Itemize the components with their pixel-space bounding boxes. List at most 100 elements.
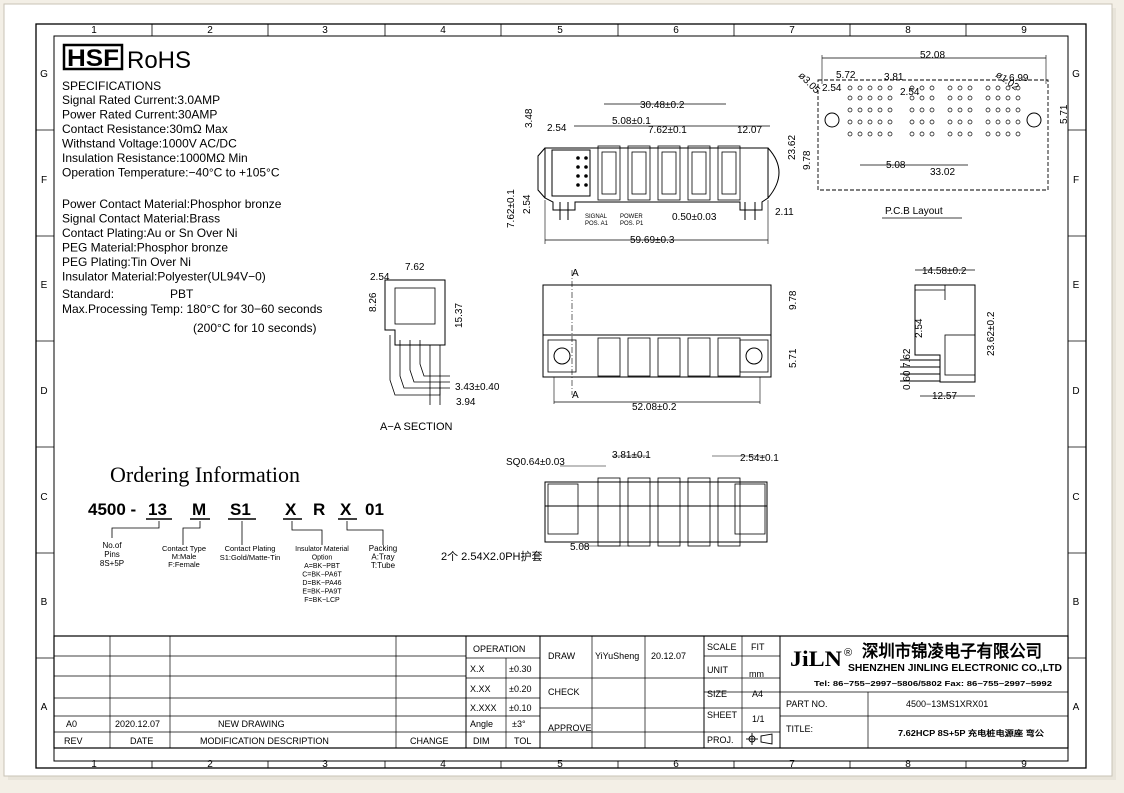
dim-9-78-top: 9.78 <box>802 150 813 170</box>
part-no-value: 4500−13MS1XRX01 <box>906 699 988 709</box>
sec-7-62: 7.62 <box>405 262 425 273</box>
pcb-2-54-a: 2.54 <box>822 83 842 94</box>
pcb-33-02: 33.02 <box>930 167 955 178</box>
bottom-view-dimensions: SQ0.64±0.03 3.81±0.1 2.54±0.1 5.08 2个 2.… <box>441 450 779 563</box>
title-block <box>53 635 1069 749</box>
side-7-62: 7.62 <box>902 348 913 368</box>
spec-line: Insulation Resistance:1000MΩ Min <box>62 151 248 165</box>
section-dimensions: 7.62 2.54 8.26 15.37 3.43±0.40 3.94 A−A … <box>368 262 500 433</box>
side-view-drawing <box>900 269 976 397</box>
processing-line-1: Max.Processing Temp: 180°C for 30−60 sec… <box>62 302 322 316</box>
ordering-note-line: Contact Plating <box>225 544 276 553</box>
pcb-5-71: 5.71 <box>1059 104 1070 124</box>
mod-header: MODIFICATION DESCRIPTION <box>200 736 329 746</box>
tol-xx-label: X.X <box>470 664 485 674</box>
sec-8-26: 8.26 <box>368 292 379 312</box>
dim-7-62: 7.62±0.1 <box>648 125 687 136</box>
ordering-note-line: Packing <box>369 544 397 553</box>
front-9-78: 9.78 <box>788 290 799 310</box>
frame-row-left-A: A <box>41 702 48 713</box>
rev-desc: NEW DRAWING <box>218 719 285 729</box>
dim-3-48: 3.48 <box>524 108 535 128</box>
frame-row-right-G: G <box>1072 69 1080 80</box>
bottom-5-08: 5.08 <box>570 542 590 553</box>
spec-line: Power Rated Current:30AMP <box>62 108 217 122</box>
rev-date: 2020.12.07 <box>115 719 160 729</box>
sec-3-94: 3.94 <box>456 397 476 408</box>
frame-row-left-E: E <box>41 280 48 291</box>
dim-30-48: 30.48±0.2 <box>640 100 685 111</box>
spec-line: Contact Plating:Au or Sn Over Ni <box>62 226 237 240</box>
signal-pos-1: SIGNAL <box>585 214 608 220</box>
tol-xxxx-label: X.XXX <box>470 703 497 713</box>
spec-line: PEG Plating:Tin Over Ni <box>62 255 191 269</box>
section-mark-bottom: A <box>572 390 579 401</box>
frame-col-5: 5 <box>557 759 563 770</box>
size-value: A4 <box>752 689 763 699</box>
ordering-note-line: F=BK−LCP <box>304 597 340 604</box>
frame-row-left-G: G <box>40 69 48 80</box>
standard-value: PBT <box>170 287 194 301</box>
bottom-view-drawing <box>544 455 768 547</box>
front-5-71: 5.71 <box>788 348 799 368</box>
pcb-layout-drawing <box>817 55 1049 191</box>
ordering-note-line: Option <box>312 555 333 562</box>
unit-value: mm <box>749 669 764 679</box>
frame-row-right-D: D <box>1072 386 1079 397</box>
frame-row-right-B: B <box>1073 597 1080 608</box>
ordering-seg-suffix: 01 <box>365 500 384 519</box>
frame-row-left-F: F <box>41 175 47 186</box>
rev-value: A0 <box>66 719 77 729</box>
power-pos-1: POWER <box>620 214 643 220</box>
spec-line: Operation Temperature:−40°C to +105°C <box>62 166 280 180</box>
date-header: DATE <box>130 736 153 746</box>
dim-5-08: 5.08±0.1 <box>612 116 651 127</box>
side-14-58: 14.58±0.2 <box>922 266 967 277</box>
ordering-seg-pins: 13 <box>148 500 167 519</box>
title-label: TITLE: <box>786 724 813 734</box>
tol-label: TOL <box>514 736 531 746</box>
pcb-6-99: 6.99 <box>1009 73 1029 84</box>
side-2-54: 2.54 <box>914 318 925 338</box>
hsf-rohs-badge: HSF RoHS <box>62 43 191 74</box>
frame-row-left-B: B <box>41 597 48 608</box>
sheet-label: SHEET <box>707 710 738 720</box>
title-value: 7.62HCP 8S+5P 充电桩电源座 弯公 <box>898 728 1044 738</box>
tol-xxx-label: X.XX <box>470 684 491 694</box>
pcb-layout-title: P.C.B Layout <box>885 206 943 217</box>
projection-symbol-icon <box>746 733 773 745</box>
check-label: CHECK <box>548 687 580 697</box>
ordering-note-line: A:Tray <box>371 553 394 562</box>
ordering-note-line: D=BK−PA46 <box>302 580 341 587</box>
ordering-note-line: F:Female <box>168 560 200 569</box>
frame-col-7: 7 <box>789 759 795 770</box>
spec-line: Power Contact Material:Phosphor bronze <box>62 197 282 211</box>
frame-col-6: 6 <box>673 759 679 770</box>
ordering-title: Ordering Information <box>110 462 300 487</box>
frame-col-5: 5 <box>557 25 563 36</box>
company-logo: JiLN <box>790 646 842 671</box>
processing-line-2: (200°C for 10 seconds) <box>193 321 317 335</box>
frame-col-3: 3 <box>322 759 328 770</box>
spec-line: PEG Material:Phosphor bronze <box>62 241 228 255</box>
spec-line: Insulator Material:Polyester(UL94V−0) <box>62 270 266 284</box>
sec-2-54: 2.54 <box>370 272 390 283</box>
frame-col-6: 6 <box>673 25 679 36</box>
rev-header: REV <box>64 736 83 746</box>
ordering-note-line: No.of <box>102 541 122 550</box>
front-view-drawing <box>542 270 772 404</box>
frame-col-4: 4 <box>440 25 446 36</box>
tol-angle-value: ±3° <box>512 719 526 729</box>
dim-2-54-top: 2.54 <box>547 123 567 134</box>
ordering-note-line: A=BK−PBT <box>304 563 341 570</box>
tol-angle-label: Angle <box>470 719 493 729</box>
dim-23-62-top: 23.62 <box>787 135 798 160</box>
dim-12-07: 12.07 <box>737 125 762 136</box>
ordering-note-line: C=BK−PA6T <box>302 572 342 579</box>
frame-row-right-C: C <box>1072 492 1079 503</box>
scale-label: SCALE <box>707 642 737 652</box>
